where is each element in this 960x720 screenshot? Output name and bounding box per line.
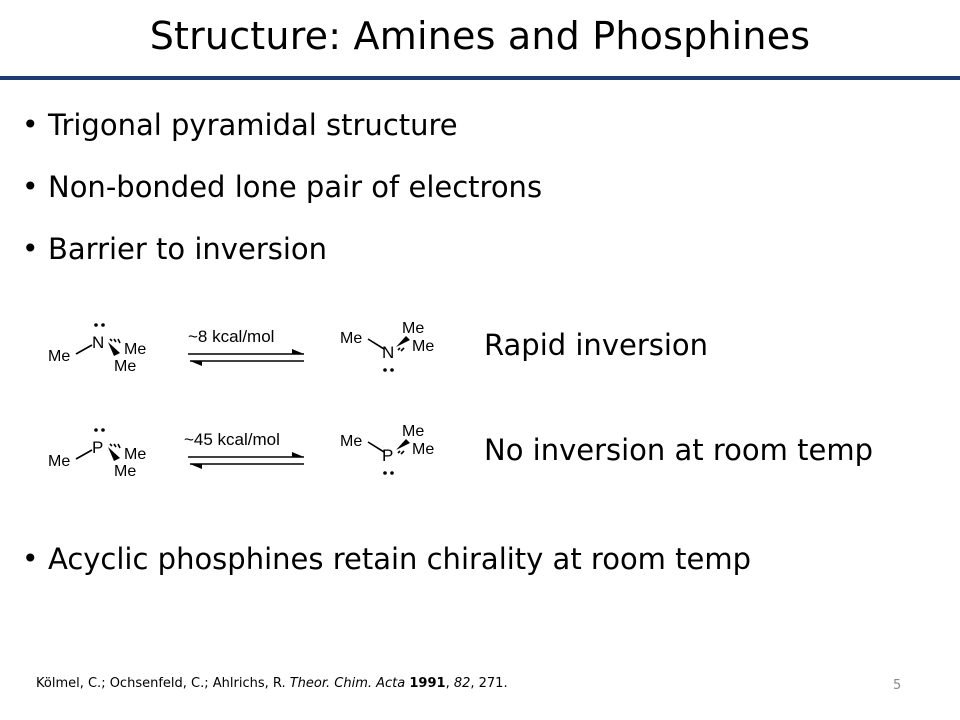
amine-equilibrium-arrows: ~8 kcal/mol bbox=[188, 327, 304, 366]
bullet-item: Trigonal pyramidal structure bbox=[22, 108, 542, 142]
phosphine-equilibrium-arrows: ~45 kcal/mol bbox=[184, 430, 304, 469]
citation-pages: , 271. bbox=[470, 676, 508, 691]
page-number: 5 bbox=[893, 678, 902, 693]
barrier-label: ~8 kcal/mol bbox=[188, 327, 274, 346]
lone-pair-dot bbox=[101, 428, 105, 432]
wedge-bond bbox=[108, 447, 120, 461]
methyl-label: Me bbox=[124, 446, 146, 463]
lone-pair-dot bbox=[390, 368, 394, 372]
phosphine-result-label: No inversion at room temp bbox=[484, 433, 873, 467]
nitrogen-atom-label: N bbox=[382, 343, 394, 362]
lone-pair-dot bbox=[101, 323, 105, 327]
methyl-label: Me bbox=[412, 338, 434, 355]
methyl-label: Me bbox=[114, 358, 136, 375]
methyl-label: Me bbox=[412, 441, 434, 458]
bullet-list-conclusion: Acyclic phosphines retain chirality at r… bbox=[22, 542, 751, 604]
wedge-bond bbox=[108, 342, 120, 356]
amine-right-structure: Me N Me Me bbox=[340, 320, 434, 372]
methyl-label: Me bbox=[402, 320, 424, 337]
phosphorus-atom-label: P bbox=[92, 438, 103, 457]
barrier-label: ~45 kcal/mol bbox=[184, 430, 280, 449]
wedge-bond bbox=[396, 336, 410, 347]
phosphorus-atom-label: P bbox=[382, 446, 393, 465]
methyl-label: Me bbox=[340, 433, 362, 450]
methyl-label: Me bbox=[48, 453, 70, 470]
lone-pair-dot bbox=[383, 368, 387, 372]
bullet-item: Acyclic phosphines retain chirality at r… bbox=[22, 542, 751, 576]
amine-left-structure: Me N Me Me bbox=[48, 323, 146, 375]
bullet-list: Trigonal pyramidal structure Non-bonded … bbox=[22, 108, 542, 294]
lone-pair-dot bbox=[390, 471, 394, 475]
citation-volume: 82 bbox=[453, 676, 471, 691]
methyl-label: Me bbox=[114, 463, 136, 480]
wedge-bond bbox=[396, 439, 410, 450]
citation: Kölmel, C.; Ochsenfeld, C.; Ahlrichs, R.… bbox=[36, 676, 508, 691]
methyl-label: Me bbox=[124, 341, 146, 358]
methyl-label: Me bbox=[48, 348, 70, 365]
phosphine-right-structure: Me P Me Me bbox=[340, 423, 434, 475]
slide-title: Structure: Amines and Phosphines bbox=[149, 14, 811, 58]
citation-year: 1991 bbox=[409, 676, 446, 691]
amine-result-label: Rapid inversion bbox=[484, 328, 709, 362]
bullet-item: Non-bonded lone pair of electrons bbox=[22, 170, 542, 204]
phosphine-left-structure: Me P Me Me bbox=[48, 428, 146, 480]
lone-pair-dot bbox=[383, 471, 387, 475]
methyl-label: Me bbox=[402, 423, 424, 440]
title-divider bbox=[0, 76, 960, 80]
bullet-item: Barrier to inversion bbox=[22, 232, 542, 266]
methyl-label: Me bbox=[340, 330, 362, 347]
lone-pair-dot bbox=[94, 428, 98, 432]
citation-journal: Theor. Chim. Acta bbox=[289, 676, 406, 691]
lone-pair-dot bbox=[94, 323, 98, 327]
citation-authors: Kölmel, C.; Ochsenfeld, C.; Ahlrichs, R. bbox=[36, 676, 290, 691]
nitrogen-atom-label: N bbox=[92, 333, 104, 352]
